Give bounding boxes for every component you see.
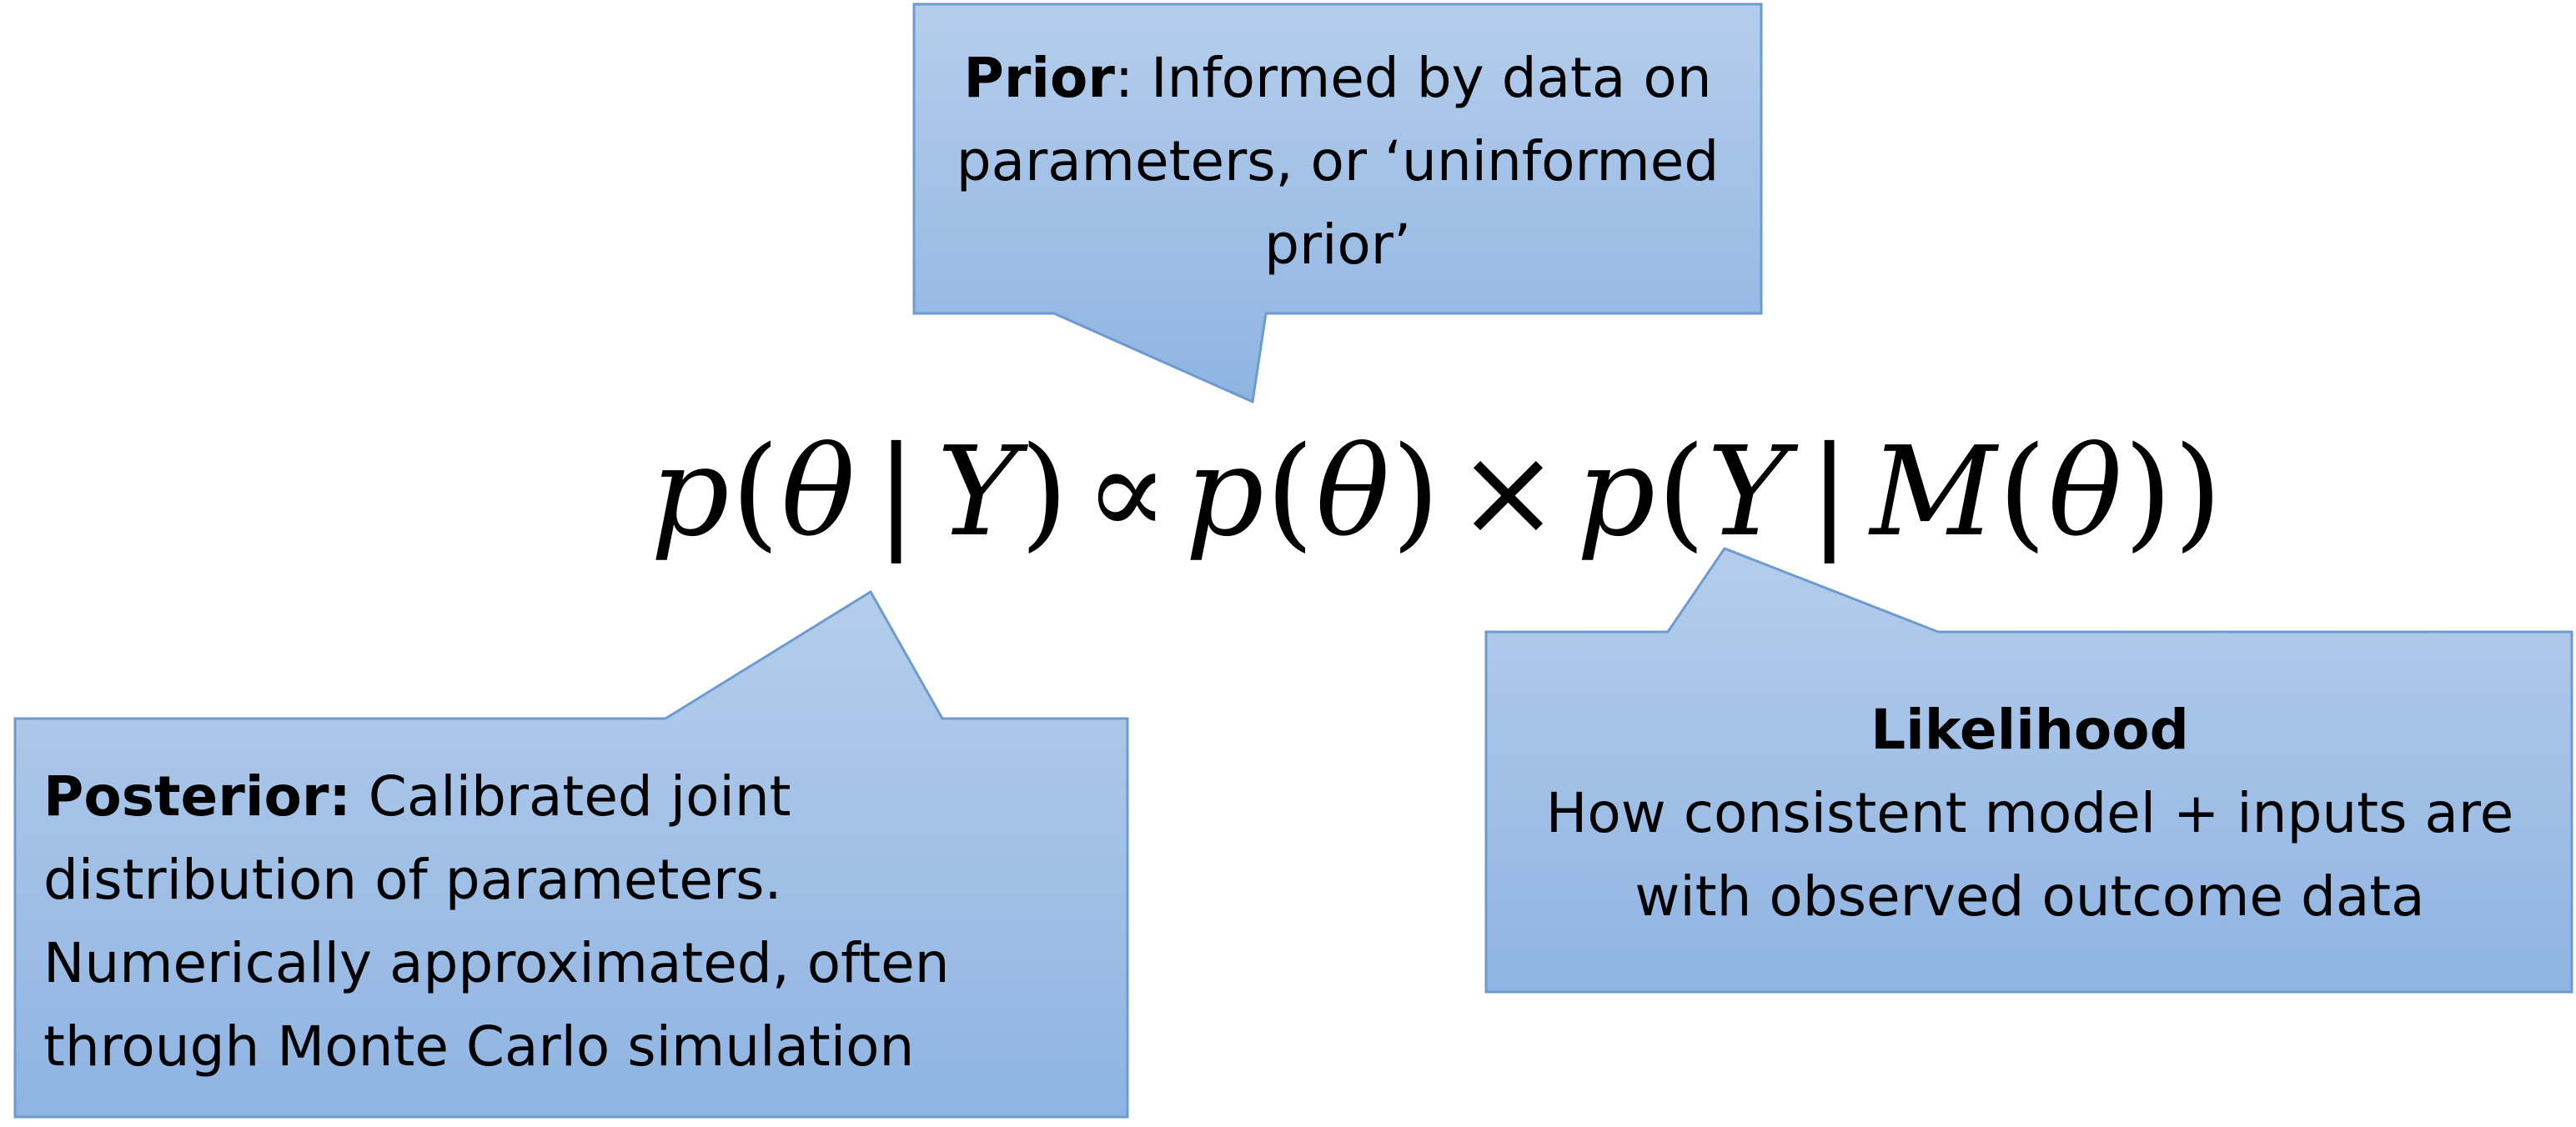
- proportional-symbol: ∝: [1084, 420, 1171, 564]
- eq-paren: ): [2123, 420, 2174, 564]
- bayes-equation: p(θ|Y)∝p(θ)×p(Y|M(θ)): [650, 408, 2222, 575]
- prior-title: Prior: [963, 46, 1115, 110]
- eq-theta: θ: [781, 420, 857, 564]
- prior-line-3: prior’: [1264, 213, 1411, 277]
- posterior-title: Posterior:: [43, 764, 351, 829]
- eq-p: p: [650, 420, 731, 564]
- prior-line-2: parameters, or ‘uninformed: [956, 129, 1720, 193]
- eq-Y: Y: [1706, 420, 1790, 564]
- eq-theta: θ: [1315, 420, 1392, 564]
- likelihood-line-1: Likelihood: [1486, 689, 2573, 772]
- times-symbol: ×: [1456, 420, 1562, 564]
- eq-paren: (: [1657, 420, 1707, 564]
- likelihood-callout-shape: [1484, 547, 2573, 994]
- posterior-line-1: Posterior: Calibrated joint: [43, 755, 1127, 839]
- eq-paren: (: [1998, 420, 2048, 564]
- eq-theta: θ: [2047, 420, 2124, 564]
- posterior-term: p(θ|Y): [650, 420, 1070, 564]
- eq-given-bar: |: [1808, 420, 1852, 564]
- likelihood-term: p(Y|M(θ)): [1576, 420, 2223, 564]
- eq-p: p: [1576, 420, 1658, 564]
- prior-term: p(θ): [1185, 420, 1441, 564]
- prior-callout: Prior: Informed by data on parameters, o…: [914, 37, 1761, 287]
- likelihood-title: Likelihood: [1870, 698, 2189, 762]
- eq-p: p: [1185, 420, 1266, 564]
- likelihood-callout: Likelihood How consistent model + inputs…: [1486, 689, 2573, 939]
- prior-line-1: Prior: Informed by data on: [914, 37, 1761, 120]
- likelihood-line-2: How consistent model + inputs are: [1545, 781, 2514, 845]
- posterior-desc-1: Calibrated joint: [350, 764, 791, 829]
- posterior-line-3: Numerically approximated, often: [43, 931, 950, 995]
- eq-given-bar: |: [875, 420, 919, 564]
- eq-paren: ): [1020, 420, 1070, 564]
- posterior-line-2: distribution of parameters.: [43, 848, 782, 912]
- prior-callout-shape: [912, 3, 1763, 404]
- prior-desc-1: : Informed by data on: [1114, 46, 1712, 110]
- posterior-callout: Posterior: Calibrated joint distribution…: [43, 755, 1127, 1089]
- posterior-line-4: through Monte Carlo simulation: [43, 1014, 915, 1079]
- posterior-callout-shape: [13, 589, 1129, 1119]
- eq-M: M: [1870, 420, 1999, 564]
- eq-paren: (: [1265, 420, 1316, 564]
- likelihood-line-3: with observed outcome data: [1634, 864, 2425, 929]
- eq-paren: (: [731, 420, 781, 564]
- eq-Y: Y: [936, 420, 1021, 564]
- eq-paren: ): [1391, 420, 1442, 564]
- eq-paren: ): [2173, 420, 2224, 564]
